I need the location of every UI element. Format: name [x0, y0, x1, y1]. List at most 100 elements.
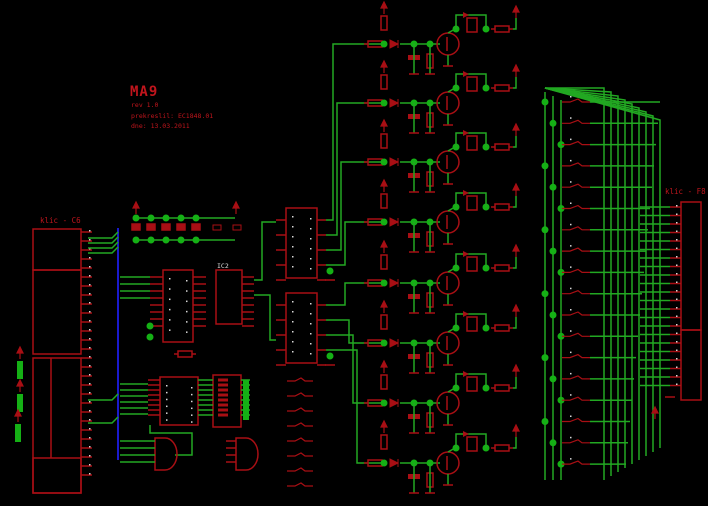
schematic-title: MA9: [130, 84, 159, 100]
matrix-switch: [562, 353, 590, 359]
net-wire: [455, 14, 487, 29]
transistor: [436, 150, 460, 174]
pin-marker: [166, 391, 168, 394]
relay-coil: [466, 76, 478, 92]
output-resistor: [494, 25, 510, 33]
vcc-supply-icon: [512, 363, 520, 377]
freewheel-diode: [463, 371, 469, 377]
resistor-bank-element: [161, 223, 171, 231]
vcc-supply-icon: [512, 122, 520, 136]
output-resistor: [494, 324, 510, 332]
diode: [389, 98, 400, 108]
pin-marker: [676, 341, 678, 343]
capacitor: [232, 224, 242, 231]
junction-dot: [380, 158, 388, 166]
spare-switch: [287, 422, 313, 427]
net-wire: [455, 373, 487, 388]
channel-wire: [326, 221, 384, 266]
net-wire: [545, 87, 605, 480]
matrix-switch: [562, 396, 590, 401]
dip-switch-toggle: [218, 393, 228, 397]
net-wire: [455, 132, 487, 147]
channel-wire: [326, 102, 384, 236]
pin-marker: [310, 303, 312, 305]
pin-marker: [570, 223, 572, 226]
vcc-supply-icon: [16, 378, 24, 392]
relay-coil: [466, 436, 478, 452]
relay-coil: [466, 316, 478, 332]
right-connector-top: [680, 201, 702, 331]
pin-marker: [676, 307, 678, 309]
pin-marker: [676, 324, 678, 326]
junction-dot: [557, 460, 565, 468]
matrix-switch: [562, 119, 590, 124]
pin-marker: [676, 213, 678, 215]
jumper-connector: [17, 394, 23, 412]
junction-dot: [162, 214, 170, 222]
net-wire: [455, 192, 487, 207]
dip-switch-toggle: [218, 388, 228, 392]
junction-dot: [549, 439, 557, 447]
diode: [389, 338, 400, 348]
ic2-chip: [215, 269, 243, 325]
net-wire: [513, 317, 517, 329]
pin-marker: [89, 392, 91, 394]
pin-marker: [166, 405, 168, 408]
pin-marker: [310, 218, 312, 220]
matrix-switch: [562, 268, 590, 273]
freewheel-diode: [463, 311, 469, 317]
output-resistor: [494, 264, 510, 272]
pin-marker: [292, 351, 294, 353]
junction-dot: [146, 333, 154, 341]
pin-marker: [676, 375, 678, 377]
dip-switch-toggle: [218, 378, 228, 382]
right-connector-label: klic - F8: [665, 187, 706, 196]
matrix-switch: [562, 247, 590, 252]
pull-up-resistor: [380, 133, 388, 149]
junction-dot: [326, 267, 334, 275]
transistor: [436, 32, 460, 56]
pin-marker: [169, 308, 171, 311]
output-resistor: [494, 84, 510, 92]
pin-marker: [570, 351, 572, 354]
bus-entry-wire: [88, 416, 119, 424]
pin-marker: [166, 398, 168, 401]
pin-marker: [89, 338, 91, 340]
pin-marker: [89, 437, 91, 439]
net-wire: [513, 377, 517, 389]
transistor: [436, 271, 460, 295]
resistor-bank-element: [176, 223, 186, 231]
freewheel-diode: [463, 130, 469, 136]
channel-wire: [326, 334, 384, 404]
junction-dot: [549, 375, 557, 383]
pin-marker: [292, 266, 294, 268]
junction-dot: [557, 141, 565, 149]
freewheel-diode: [463, 251, 469, 257]
vcc-supply-icon: [512, 303, 520, 317]
junction-dot: [192, 214, 200, 222]
vcc-supply-icon: [380, 178, 388, 192]
junction-dot: [541, 98, 549, 106]
junction-dot: [380, 339, 388, 347]
pin-marker: [570, 96, 572, 98]
pin-marker: [186, 280, 188, 282]
matrix-switch: [562, 183, 590, 188]
nand-gate: [154, 437, 178, 471]
diode: [389, 458, 400, 468]
spare-switch: [287, 482, 313, 487]
pin-marker: [570, 138, 572, 141]
net-wire: [455, 313, 487, 328]
vcc-supply-icon: [14, 408, 22, 422]
pin-marker: [570, 266, 572, 268]
pin-marker: [676, 247, 678, 249]
net-wire: [544, 87, 640, 460]
pin-marker: [292, 256, 294, 258]
pin-marker: [310, 333, 312, 335]
pin-marker: [570, 117, 572, 119]
net-wire: [513, 18, 517, 30]
matrix-switch: [562, 162, 590, 167]
freewheel-diode: [463, 431, 469, 437]
vcc-supply-icon: [380, 359, 388, 373]
vcc-supply-icon: [512, 182, 520, 196]
